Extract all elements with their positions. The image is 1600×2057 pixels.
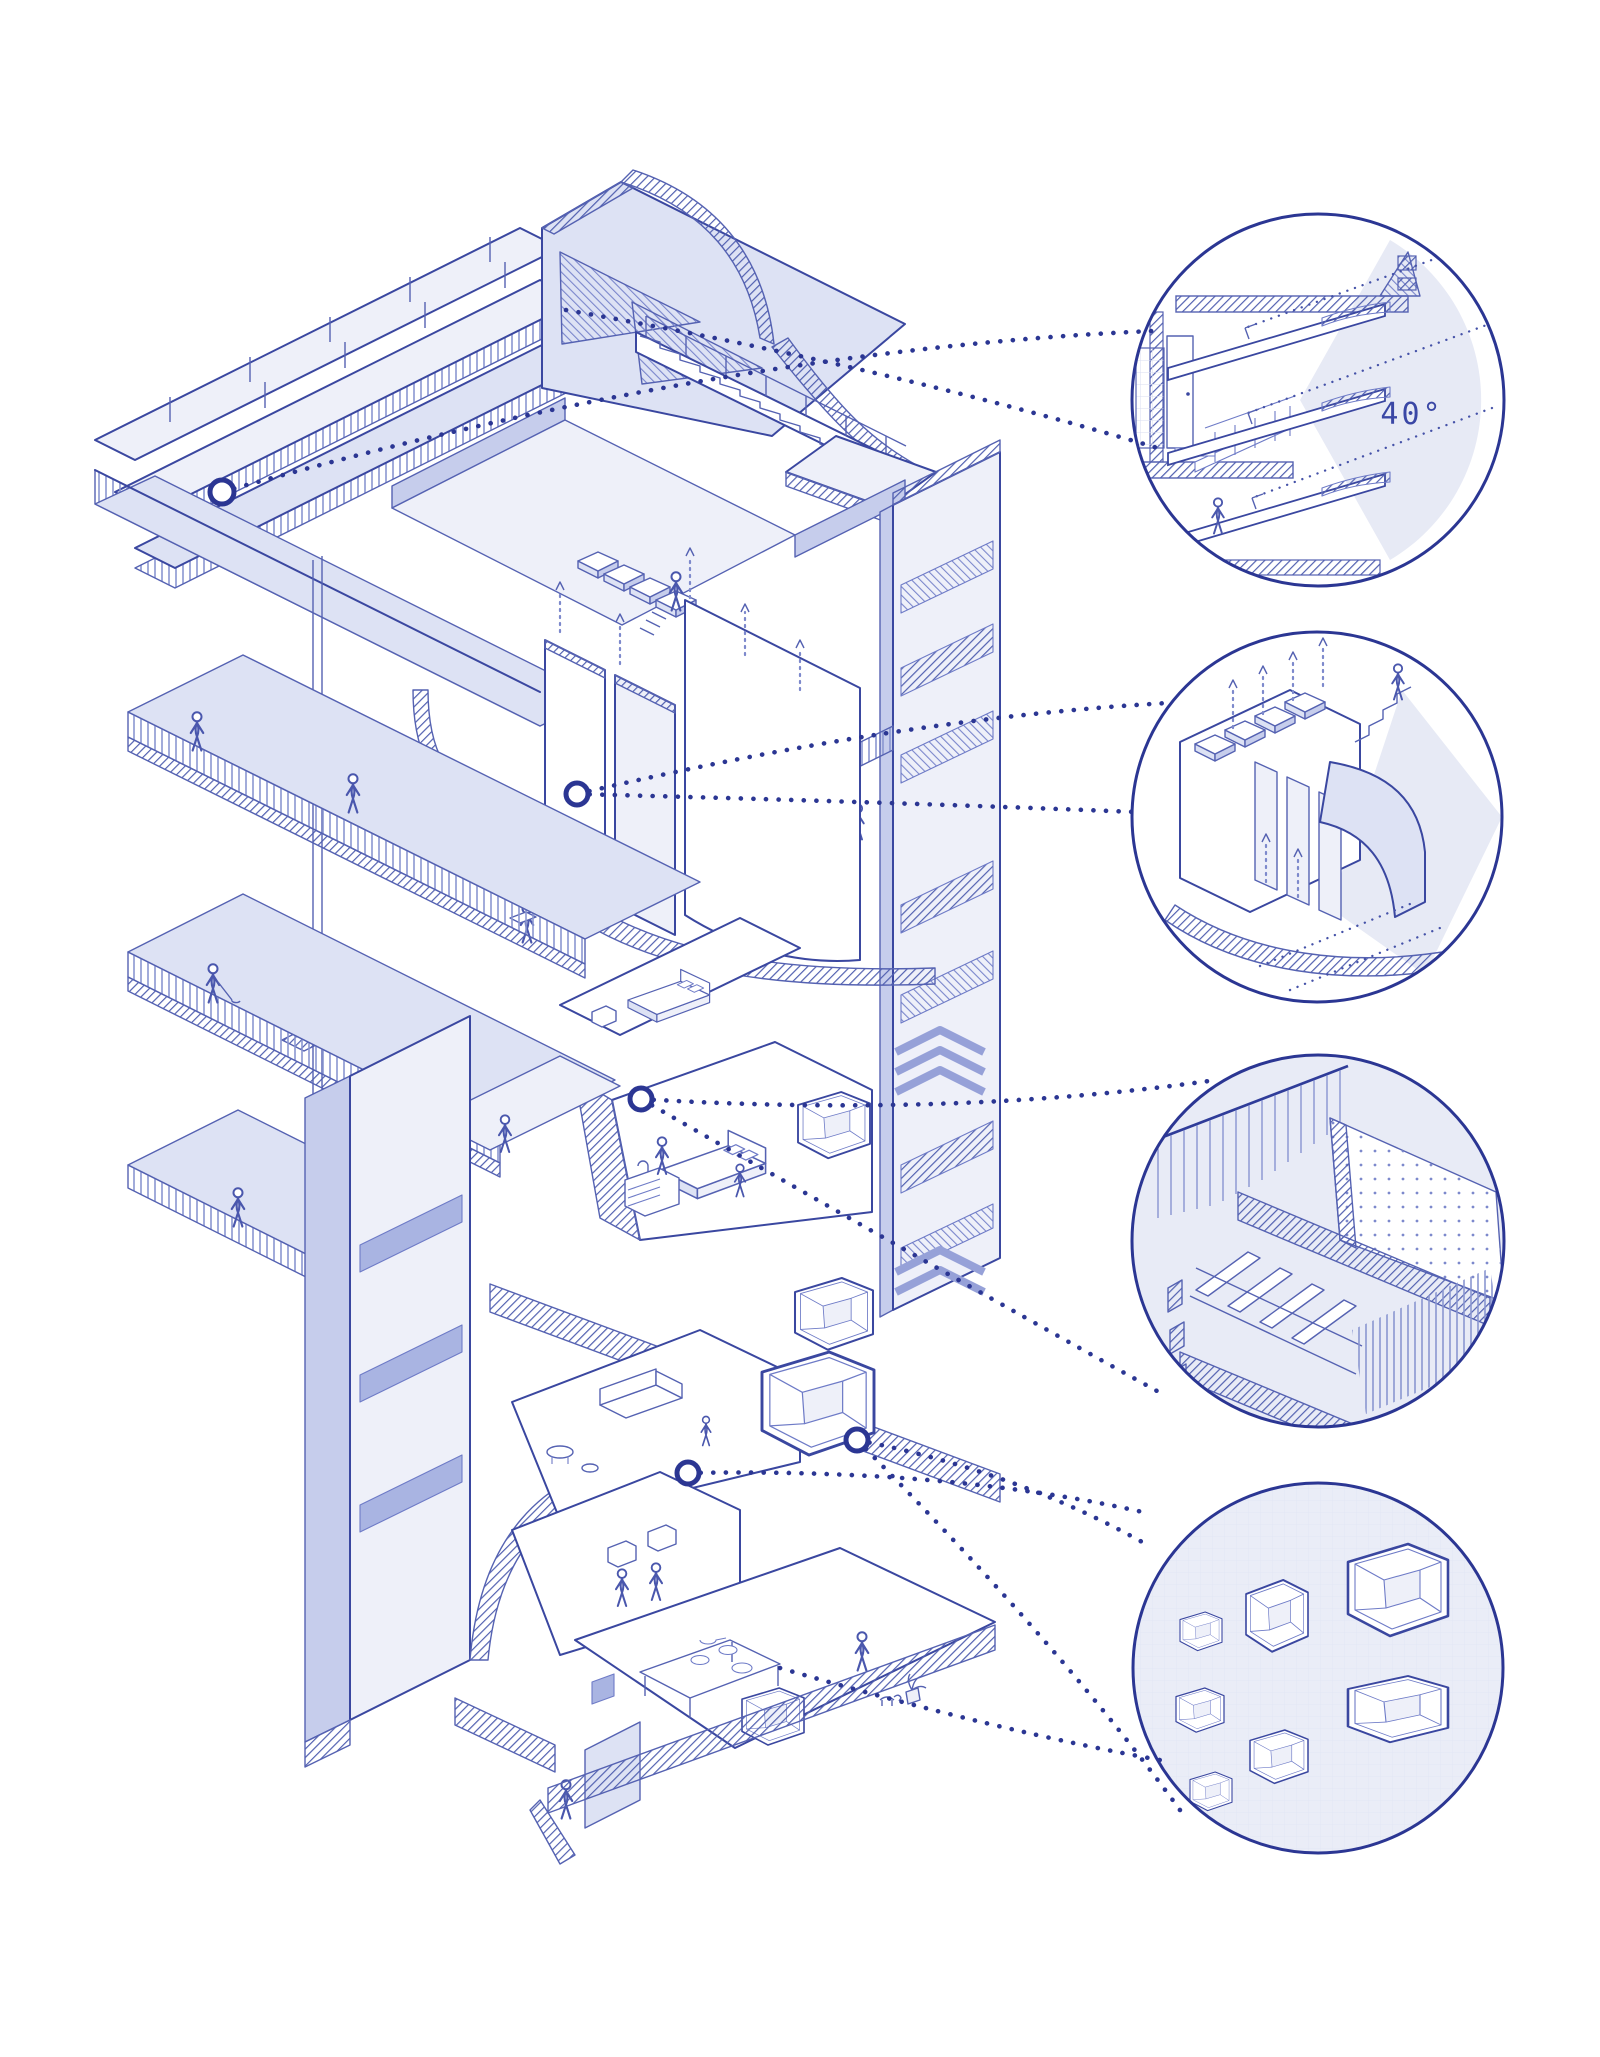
callout-floor-structure-detail [1130, 1053, 1506, 1429]
dog [879, 1694, 902, 1706]
wall-slot [591, 1673, 615, 1705]
railing-slats [1157, 1070, 1341, 1218]
terrace-steps [639, 611, 667, 636]
chair [607, 1540, 637, 1568]
left-balcony-decks [127, 654, 701, 1305]
stool [581, 1463, 599, 1473]
marker-canopy [207, 477, 237, 507]
building-axonometric [94, 169, 1001, 1865]
marker-chimney [563, 780, 591, 808]
sofa [599, 1368, 683, 1419]
callout-louver-section-detail: 40° [1130, 212, 1506, 588]
canopy-posts [169, 237, 506, 422]
sun-ray-dotted-lines [1243, 236, 1494, 510]
golf-club [217, 981, 241, 1004]
coffee-table [546, 1445, 574, 1459]
ventilation-core [412, 547, 936, 986]
louver-angle-label: 40° [1380, 397, 1443, 432]
chair [647, 1524, 677, 1552]
marker-bedroom [627, 1085, 655, 1113]
callout-ventilation-chimney-detail [1130, 630, 1504, 1004]
leader-lines [219, 307, 1219, 1820]
airflow-arrows [1231, 644, 1325, 899]
facade-slab [819, 439, 1001, 1318]
window-hopper [793, 1276, 875, 1351]
nightstand [591, 1005, 617, 1028]
louver-canopy-stack [94, 227, 601, 589]
base-plinth [454, 1624, 996, 1865]
bedroom [574, 1041, 875, 1351]
kitchen [558, 1547, 996, 1829]
upper-bedroom [559, 917, 801, 1036]
stair-steps [1354, 686, 1412, 743]
window-hopper [797, 1091, 871, 1160]
planter-terrace [391, 397, 906, 656]
marker-living [674, 1459, 702, 1487]
marker-hopper [843, 1426, 871, 1454]
kitchen-table [639, 1637, 781, 1718]
airflow-arrows [558, 554, 802, 692]
roof-parapet-louvers [541, 169, 919, 479]
callout-ring-markers [207, 477, 871, 1487]
callout-hopper-window-frames-detail [1131, 1481, 1505, 1855]
